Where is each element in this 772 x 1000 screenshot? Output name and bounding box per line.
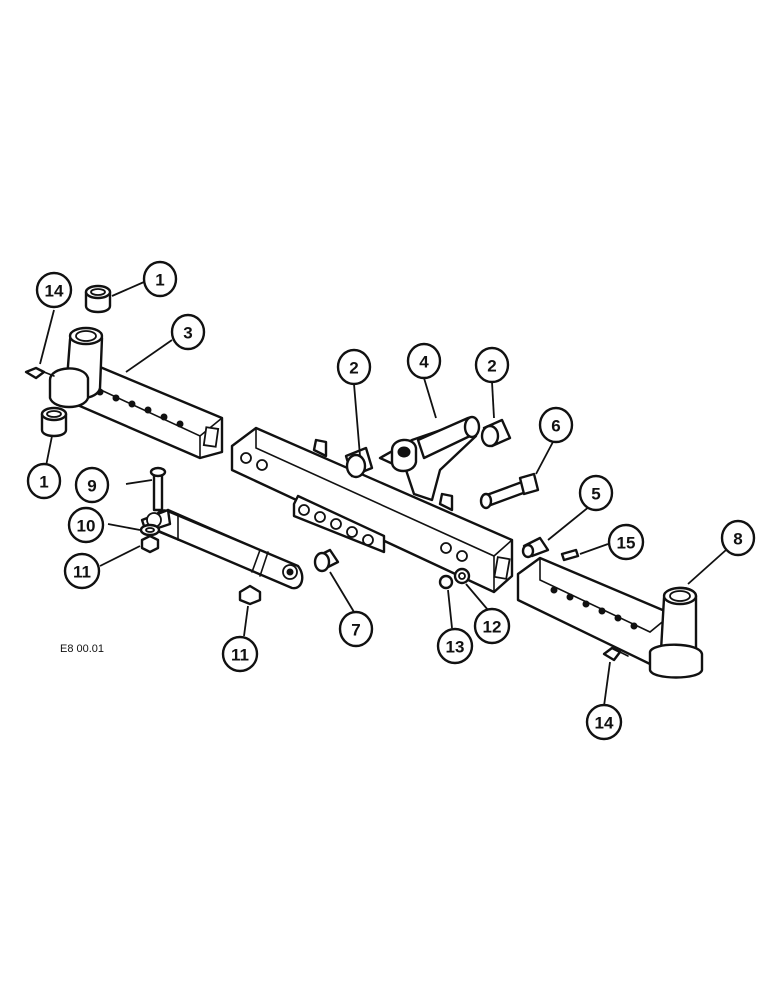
callout-7: 7 bbox=[338, 610, 374, 648]
svg-text:2: 2 bbox=[487, 357, 496, 376]
nut-left bbox=[140, 534, 160, 554]
callout-11b: 11 bbox=[221, 635, 259, 673]
callout-10: 10 bbox=[67, 506, 105, 544]
svg-text:4: 4 bbox=[419, 353, 429, 372]
svg-text:10: 10 bbox=[77, 517, 96, 536]
callout-6: 6 bbox=[538, 406, 574, 444]
right-pivot-bush bbox=[480, 418, 512, 448]
callout-1a: 1 bbox=[142, 260, 178, 298]
callout-2b: 2 bbox=[474, 346, 510, 384]
steering-cylinder bbox=[140, 508, 304, 590]
cylinder-bush bbox=[313, 548, 340, 573]
svg-text:7: 7 bbox=[351, 621, 360, 640]
svg-text:13: 13 bbox=[446, 638, 465, 657]
grease-fitting-5 bbox=[521, 536, 550, 559]
centre-axle-beam bbox=[230, 426, 514, 594]
leader-lines bbox=[39, 281, 727, 707]
callout-8: 8 bbox=[720, 519, 756, 557]
callouts: 1 1 2 2 3 4 5 6 bbox=[26, 260, 756, 741]
callout-5: 5 bbox=[578, 474, 614, 512]
nut-lower bbox=[238, 584, 262, 606]
svg-text:14: 14 bbox=[595, 714, 614, 733]
left-grease-nipple bbox=[24, 366, 55, 380]
svg-text:12: 12 bbox=[483, 618, 502, 637]
right-axle-extension bbox=[516, 556, 704, 679]
callout-13: 13 bbox=[436, 627, 474, 665]
callout-11a: 11 bbox=[63, 552, 101, 590]
svg-text:15: 15 bbox=[617, 534, 636, 553]
left-lower-bush bbox=[40, 406, 68, 438]
svg-text:14: 14 bbox=[45, 282, 64, 301]
drawing-reference: E8 00.01 bbox=[60, 643, 104, 655]
svg-text:1: 1 bbox=[155, 271, 164, 290]
callout-1b: 1 bbox=[26, 462, 62, 500]
left-axle-extension bbox=[48, 326, 224, 460]
callout-2a: 2 bbox=[336, 348, 372, 386]
svg-text:9: 9 bbox=[87, 477, 96, 496]
svg-text:11: 11 bbox=[73, 563, 91, 582]
nut-13 bbox=[438, 574, 454, 590]
callout-15: 15 bbox=[607, 523, 645, 561]
svg-text:1: 1 bbox=[39, 473, 48, 492]
pivot-pin bbox=[479, 472, 540, 510]
cylinder-bolt bbox=[149, 466, 167, 512]
svg-text:5: 5 bbox=[591, 485, 600, 504]
callout-12: 12 bbox=[473, 607, 511, 645]
left-upper-bush bbox=[84, 284, 112, 314]
svg-text:6: 6 bbox=[551, 417, 560, 436]
right-grease-nipple bbox=[602, 646, 629, 662]
callout-14b: 14 bbox=[585, 703, 623, 741]
svg-text:3: 3 bbox=[183, 324, 192, 343]
svg-text:2: 2 bbox=[349, 359, 358, 378]
callout-14a: 14 bbox=[35, 271, 73, 309]
washer-12 bbox=[453, 567, 471, 585]
roll-pin bbox=[560, 548, 580, 562]
washer bbox=[139, 523, 161, 537]
callout-4: 4 bbox=[406, 342, 442, 380]
callout-3: 3 bbox=[170, 313, 206, 351]
svg-text:11: 11 bbox=[231, 646, 249, 665]
pivot-bracket bbox=[378, 415, 481, 502]
svg-text:8: 8 bbox=[733, 530, 742, 549]
callout-9: 9 bbox=[74, 466, 110, 504]
